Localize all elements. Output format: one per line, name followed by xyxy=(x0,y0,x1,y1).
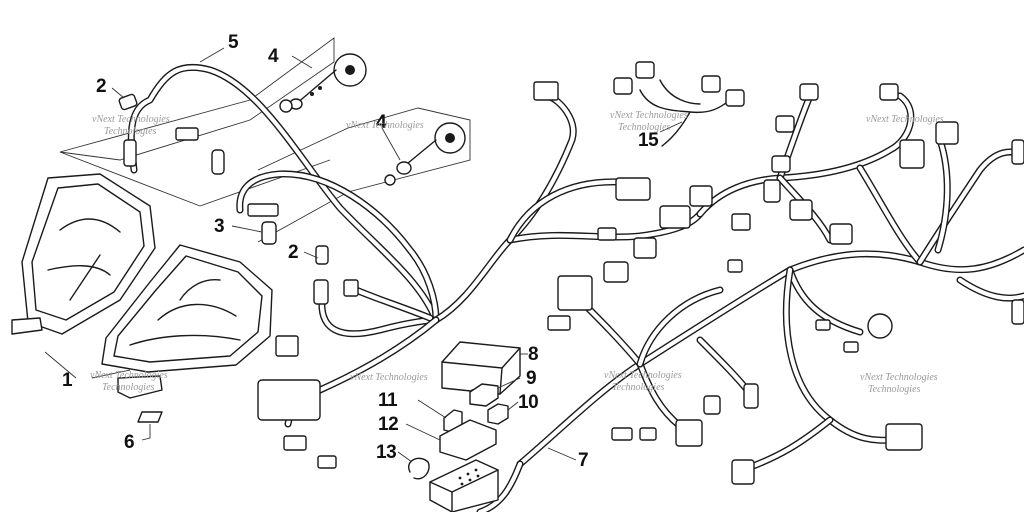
adjuster-knob-lower xyxy=(384,122,466,186)
relay-mini xyxy=(487,403,509,425)
callout-15: 15 xyxy=(638,130,659,151)
watermark-2: vNext Technologies xyxy=(346,120,424,131)
watermarks: vNext Technologies Technologies vNext Te… xyxy=(90,110,944,395)
main-harness xyxy=(284,92,1024,512)
callout-2-lower: 2 xyxy=(288,242,298,263)
leader-lines xyxy=(111,47,683,461)
headlight-harness xyxy=(127,63,440,338)
watermark-7b: Technologies xyxy=(612,382,665,393)
headlight-right xyxy=(101,244,273,399)
callout-8: 8 xyxy=(528,344,538,365)
relay-large xyxy=(441,341,521,399)
watermark-1b: Technologies xyxy=(104,126,157,137)
watermark-3b: Technologies xyxy=(618,122,671,133)
callout-4-upper: 4 xyxy=(268,46,279,67)
headlight-left xyxy=(11,173,156,335)
callout-1: 1 xyxy=(62,370,73,391)
callout-12: 12 xyxy=(378,414,398,435)
watermark-5b: Technologies xyxy=(102,382,155,393)
adjuster-knob-upper xyxy=(279,53,367,113)
watermark-4: vNext Technologies xyxy=(866,114,944,125)
callout-3: 3 xyxy=(214,216,224,237)
watermark-7: vNext Technologies xyxy=(604,370,682,381)
relay-small xyxy=(469,383,499,407)
watermark-6: vNext Technologies xyxy=(350,372,428,383)
mount-bracket xyxy=(137,411,163,441)
watermark-8: vNext Technologies xyxy=(860,372,938,383)
callout-5: 5 xyxy=(228,32,239,53)
callout-10: 10 xyxy=(518,392,538,413)
callout-6: 6 xyxy=(124,432,134,453)
callout-7: 7 xyxy=(578,450,588,471)
wire-clip xyxy=(408,457,430,480)
callout-13: 13 xyxy=(376,442,396,463)
bulb-socket-connectors xyxy=(118,93,359,305)
fuse-box xyxy=(429,459,499,512)
fuse-block xyxy=(439,419,497,461)
callout-4-lower: 4 xyxy=(376,112,387,133)
watermark-1: vNext Technologies xyxy=(92,114,170,125)
callout-11: 11 xyxy=(378,390,398,411)
callout-2-upper: 2 xyxy=(96,76,106,97)
callout-9: 9 xyxy=(526,368,536,389)
watermark-8b: Technologies xyxy=(868,384,921,395)
watermark-3: vNext Technologies xyxy=(610,110,688,121)
harness-connectors xyxy=(257,61,1024,485)
watermark-5: vNext Technologies xyxy=(90,370,168,381)
